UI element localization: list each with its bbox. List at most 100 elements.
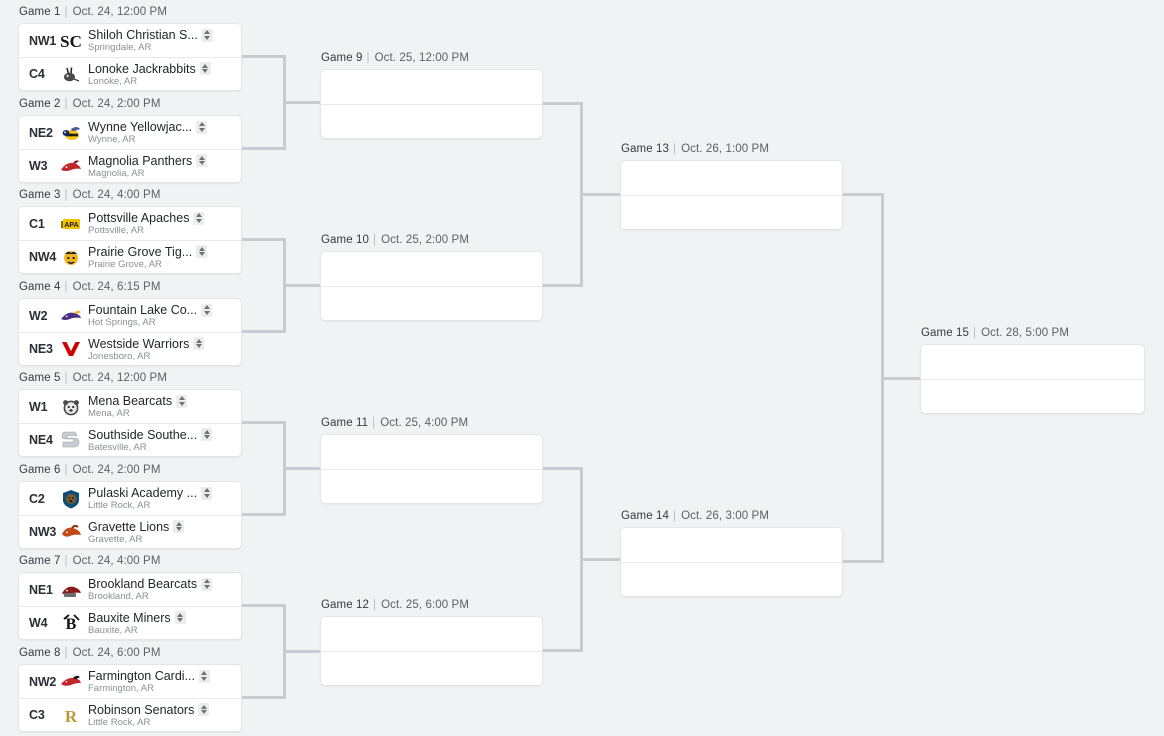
- connector-stub-mid-r3-0: [881, 376, 920, 380]
- team-row-empty[interactable]: [921, 379, 1144, 413]
- sort-updown-icon[interactable]: [193, 337, 205, 350]
- sort-updown-icon[interactable]: [199, 62, 211, 75]
- team-seed: NW1: [29, 33, 57, 48]
- sort-updown-icon[interactable]: [201, 486, 213, 500]
- matchup-card-game-11[interactable]: [320, 434, 543, 504]
- team-name: Southside Southe...: [88, 427, 198, 442]
- matchup-game-14[interactable]: Game 14|Oct. 26, 3:00 PM: [620, 510, 843, 597]
- team-seed: NE4: [29, 433, 53, 447]
- team-row-empty[interactable]: [321, 70, 542, 104]
- sort-updown-icon[interactable]: [173, 520, 185, 533]
- matchup-game-10[interactable]: Game 10|Oct. 25, 2:00 PM: [320, 234, 543, 321]
- team-name: Bauxite Miners: [88, 610, 171, 625]
- matchup-game-12[interactable]: Game 12|Oct. 25, 6:00 PM: [320, 599, 543, 686]
- matchup-card-game-9[interactable]: [320, 69, 543, 139]
- team-row-empty[interactable]: [921, 345, 1144, 379]
- sort-updown-icon[interactable]: [201, 428, 213, 441]
- matchup-card-game-10[interactable]: [320, 251, 543, 321]
- game-header-game-14: Game 14|Oct. 26, 3:00 PM: [620, 510, 843, 523]
- connector-stub-mid-r1-2: [283, 467, 320, 470]
- team-seed: NW4: [29, 250, 57, 264]
- game-header-game-11: Game 11|Oct. 25, 4:00 PM: [320, 417, 543, 430]
- sort-updown-icon[interactable]: [196, 245, 208, 258]
- game-datetime: Oct. 25, 2:00 PM: [381, 234, 469, 246]
- mena-bearcats-logo: [59, 395, 83, 419]
- game-header-game-2: Game 2|Oct. 24, 2:00 PM: [18, 98, 242, 111]
- team-location: Magnolia, AR: [88, 167, 145, 179]
- matchup-card-game-14[interactable]: [620, 527, 843, 597]
- team-row-empty[interactable]: [621, 195, 842, 229]
- matchup-game-9[interactable]: Game 9|Oct. 25, 12:00 PM: [320, 52, 543, 139]
- sort-updown-icon[interactable]: [196, 120, 208, 134]
- team-name: Farmington Cardi...: [88, 669, 195, 683]
- team-row-empty[interactable]: [321, 617, 542, 651]
- team-row-empty[interactable]: [321, 104, 542, 138]
- team-row-empty[interactable]: [321, 435, 542, 469]
- team-row-empty[interactable]: [321, 252, 542, 286]
- team-name: Brookland Bearcats: [88, 577, 198, 591]
- matchup-game-15[interactable]: Game 15|Oct. 28, 5:00 PM: [920, 327, 1145, 414]
- sort-updown-icon[interactable]: [201, 303, 213, 317]
- sort-updown-icon[interactable]: [201, 577, 213, 591]
- sort-updown-icon[interactable]: [193, 211, 205, 225]
- sort-updown-icon[interactable]: [174, 611, 186, 624]
- brookland-bearcats-logo: [59, 578, 83, 602]
- team-row-empty[interactable]: [321, 286, 542, 320]
- team-row-empty[interactable]: [621, 562, 842, 596]
- sort-updown-icon[interactable]: [198, 703, 210, 716]
- matchup-game-11[interactable]: Game 11|Oct. 25, 4:00 PM: [320, 417, 543, 504]
- sort-updown-icon[interactable]: [198, 669, 210, 683]
- matchup-game-13[interactable]: Game 13|Oct. 26, 1:00 PM: [620, 143, 843, 230]
- matchup-card-game-13[interactable]: [620, 160, 843, 230]
- game-header-game-15: Game 15|Oct. 28, 5:00 PM: [920, 327, 1145, 340]
- team-location: Brookland, AR: [88, 591, 149, 602]
- team-row-empty[interactable]: [621, 161, 842, 195]
- team-row-empty[interactable]: [321, 469, 542, 503]
- matchup-card-game-15[interactable]: [920, 344, 1145, 414]
- team-row-empty[interactable]: [621, 528, 842, 562]
- game-header-game-4: Game 4|Oct. 24, 6:15 PM: [18, 281, 242, 294]
- game-header-game-5: Game 5|Oct. 24, 12:00 PM: [18, 372, 242, 385]
- farmington-cardinals-logo: [59, 670, 83, 694]
- game-datetime: Oct. 24, 4:00 PM: [72, 189, 161, 201]
- team-seed: C1: [29, 216, 45, 231]
- matchup-card-game-12[interactable]: [320, 616, 543, 686]
- sort-updown-icon[interactable]: [196, 154, 208, 167]
- team-row-empty[interactable]: [321, 651, 542, 685]
- team-seed: NE1: [29, 582, 53, 597]
- sort-updown-icon[interactable]: [176, 394, 188, 408]
- sort-updown-icon[interactable]: [201, 28, 213, 42]
